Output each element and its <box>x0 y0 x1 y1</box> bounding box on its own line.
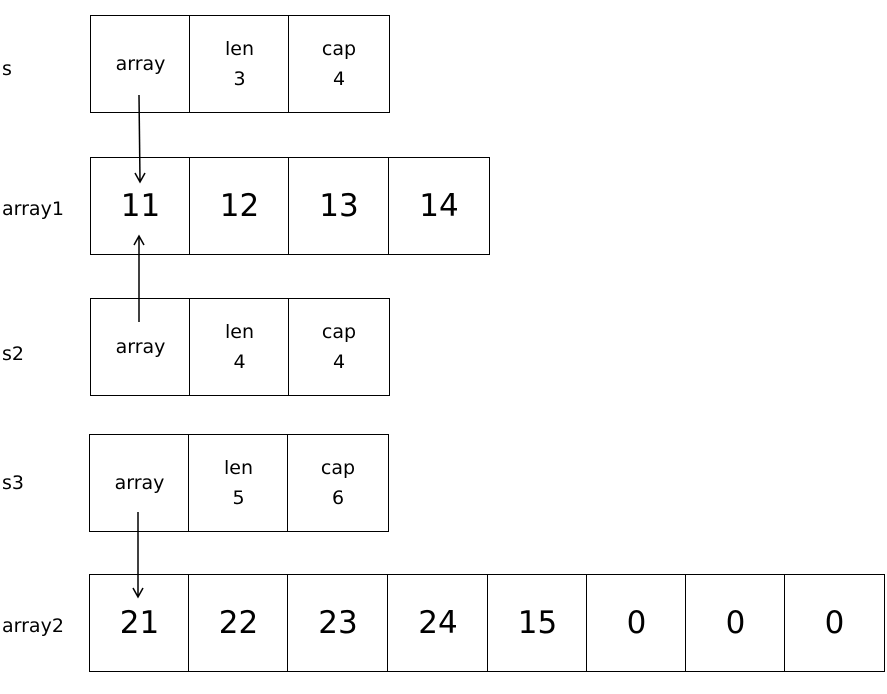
array2-cell-4: 15 <box>487 574 588 672</box>
slice-s2-cap-field: cap 4 <box>288 298 390 396</box>
cap-value: 4 <box>332 351 346 373</box>
cap-field-label: cap <box>321 321 357 343</box>
len-field-label: len <box>223 457 253 479</box>
array-label-array1: array1 <box>2 198 64 220</box>
slice-s3-len-field: len 5 <box>188 434 289 532</box>
array2-cell-5: 0 <box>586 574 687 672</box>
cap-field-label: cap <box>320 457 356 479</box>
slice-label-s2: s2 <box>2 343 24 365</box>
array-field-label: array <box>115 336 166 358</box>
slice-s2-array-field: array <box>90 298 191 396</box>
slice-s2-len-field: len 4 <box>189 298 290 396</box>
slice-s3-array-field: array <box>89 434 190 532</box>
slice-label-s: s <box>2 58 12 80</box>
array-label-array2: array2 <box>2 615 64 637</box>
array-field-label: array <box>115 53 166 75</box>
len-field-label: len <box>224 38 254 60</box>
array2-cell-0: 21 <box>89 574 190 672</box>
array2-cell-7: 0 <box>784 574 885 672</box>
slice-label-s3: s3 <box>2 472 24 494</box>
cap-value: 4 <box>332 68 346 90</box>
len-value: 3 <box>233 68 246 90</box>
array1-cell-0: 11 <box>90 157 191 255</box>
array2-cell-3: 24 <box>387 574 489 672</box>
slice-s-array-field: array <box>90 15 191 113</box>
array2-cell-2: 23 <box>287 574 389 672</box>
array1-cell-2: 13 <box>288 157 390 255</box>
array2-cell-1: 22 <box>188 574 289 672</box>
cap-value: 6 <box>331 487 345 509</box>
len-value: 4 <box>233 351 246 373</box>
len-field-label: len <box>224 321 254 343</box>
array1-cell-3: 14 <box>388 157 490 255</box>
array-field-label: array <box>114 472 165 494</box>
cap-field-label: cap <box>321 38 357 60</box>
slice-s3-cap-field: cap 6 <box>287 434 389 532</box>
slice-s-len-field: len 3 <box>189 15 290 113</box>
len-value: 5 <box>232 487 245 509</box>
slice-s-cap-field: cap 4 <box>288 15 390 113</box>
array1-cell-1: 12 <box>189 157 290 255</box>
array2-cell-6: 0 <box>685 574 786 672</box>
